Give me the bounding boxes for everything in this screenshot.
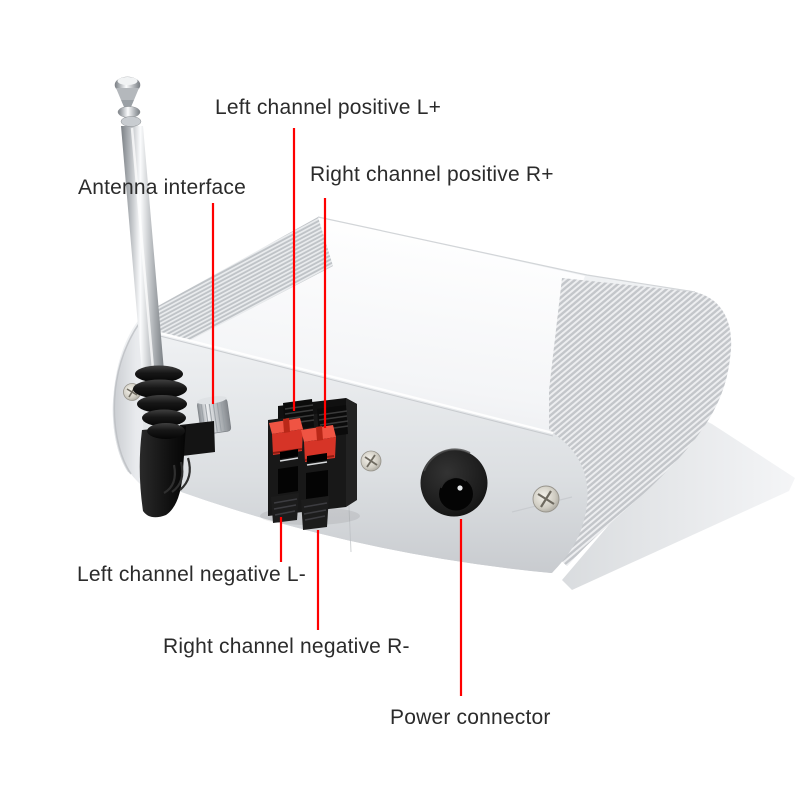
- terminal-slit-right-glint: [306, 461, 328, 466]
- antenna-boot: [133, 365, 187, 439]
- bottom-plate-edge: [562, 418, 795, 590]
- label-right-channel-positive: Right channel positive R+: [310, 163, 554, 186]
- right-angle-antenna-connector: [139, 421, 215, 518]
- jack-center-pin: [457, 485, 463, 491]
- label-left-channel-negative: Left channel negative L-: [77, 563, 306, 586]
- terminal-hole-right: [306, 470, 328, 499]
- connector-ridge: [171, 461, 184, 493]
- screw-right: [532, 485, 560, 513]
- connector-body: [139, 426, 186, 518]
- antenna-knob: [114, 76, 142, 127]
- terminal-clip-left-positive: [269, 418, 303, 455]
- rib-band-right: [549, 278, 732, 566]
- terminal-lever-right-negative: [301, 496, 329, 530]
- antenna-tube-highlight: [130, 127, 155, 370]
- label-antenna-interface: Antenna interface: [78, 176, 247, 199]
- left-cap-rim: [113, 317, 144, 475]
- terminal-slit-left-glint: [279, 457, 299, 462]
- label-left-channel-positive: Left channel positive L+: [215, 96, 442, 119]
- connector-ridge: [163, 464, 176, 494]
- screw-middle: [360, 450, 382, 472]
- front-top-crease-shadow: [151, 333, 554, 437]
- top-back-edge: [317, 216, 696, 293]
- telescopic-antenna: [114, 76, 164, 373]
- terminal-side-face: [346, 398, 357, 507]
- label-right-channel-negative: Right channel negative R-: [163, 635, 410, 658]
- front-top-crease: [151, 329, 554, 435]
- connector-ridge: [179, 457, 191, 491]
- terminal-hole-left: [278, 466, 298, 494]
- speaker-terminal-block: [268, 398, 357, 530]
- connector-arm: [180, 421, 215, 456]
- dc-power-jack: [420, 448, 488, 517]
- callout-lines: [211, 128, 463, 696]
- jack-rim-highlight: [423, 448, 471, 472]
- terminal-lever-left-negative: [271, 493, 299, 523]
- rib-band-left: [140, 217, 333, 353]
- terminal-slit-right: [307, 453, 327, 463]
- label-power-connector: Power connector: [390, 706, 551, 729]
- terminal-slit-left: [280, 449, 298, 459]
